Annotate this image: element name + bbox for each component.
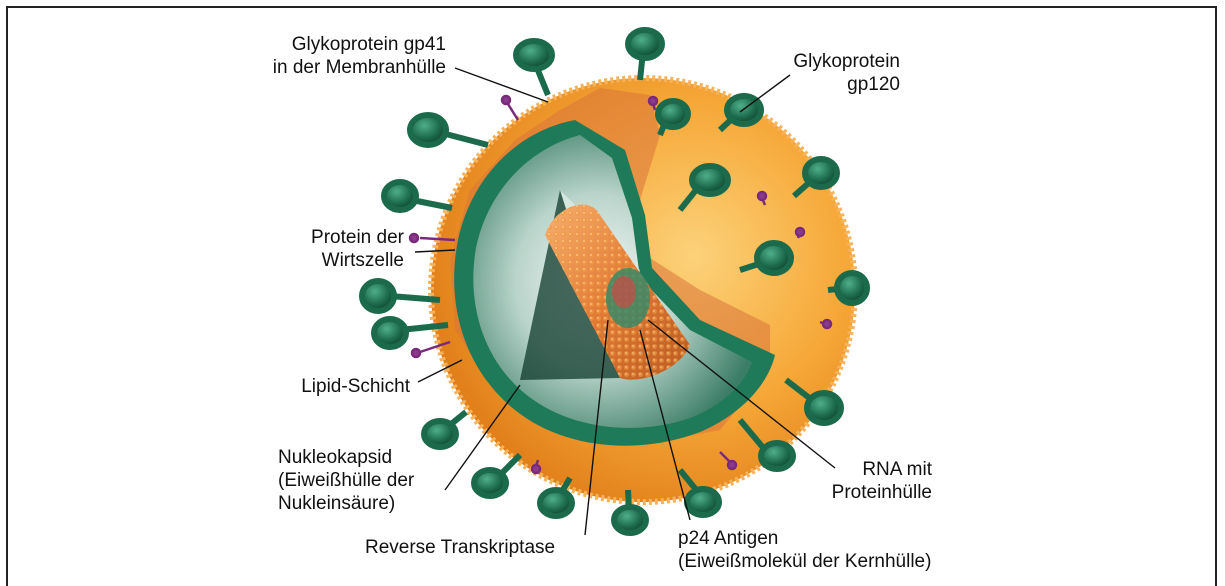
- label-lipid: Lipid-Schicht: [250, 375, 410, 398]
- label-rna-line1: RNA mit: [800, 458, 932, 481]
- label-gp120: Glykoprotein gp120: [760, 50, 900, 96]
- rna-strand-detail: [612, 276, 636, 308]
- label-gp41-line2: in der Membranhülle: [230, 56, 446, 79]
- label-host-protein-line2: Wirtszelle: [250, 249, 404, 272]
- label-lipid-line1: Lipid-Schicht: [250, 375, 410, 398]
- label-gp41-line1: Glykoprotein gp41: [230, 33, 446, 56]
- label-reverse-transcriptase: Reverse Transkriptase: [365, 536, 555, 559]
- label-nucleocapsid-line1: Nukleokapsid: [278, 446, 414, 469]
- label-p24-line2: (Eiweißmolekül der Kernhülle): [678, 550, 931, 573]
- label-gp41: Glykoprotein gp41 in der Membranhülle: [230, 33, 446, 79]
- label-nucleocapsid: Nukleokapsid (Eiweißhülle der Nukleinsäu…: [278, 446, 414, 515]
- label-gp120-line1: Glykoprotein: [760, 50, 900, 73]
- label-p24-line1: p24 Antigen: [678, 527, 931, 550]
- label-rna: RNA mit Proteinhülle: [800, 458, 932, 504]
- label-host-protein-line1: Protein der: [250, 226, 404, 249]
- label-gp120-line2: gp120: [760, 73, 900, 96]
- label-nucleocapsid-line3: Nukleinsäure): [278, 492, 414, 515]
- label-host-protein: Protein der Wirtszelle: [250, 226, 404, 272]
- label-rna-line2: Proteinhülle: [800, 481, 932, 504]
- label-reverse-transcriptase-line1: Reverse Transkriptase: [365, 536, 555, 559]
- label-p24: p24 Antigen (Eiweißmolekül der Kernhülle…: [678, 527, 931, 573]
- label-nucleocapsid-line2: (Eiweißhülle der: [278, 469, 414, 492]
